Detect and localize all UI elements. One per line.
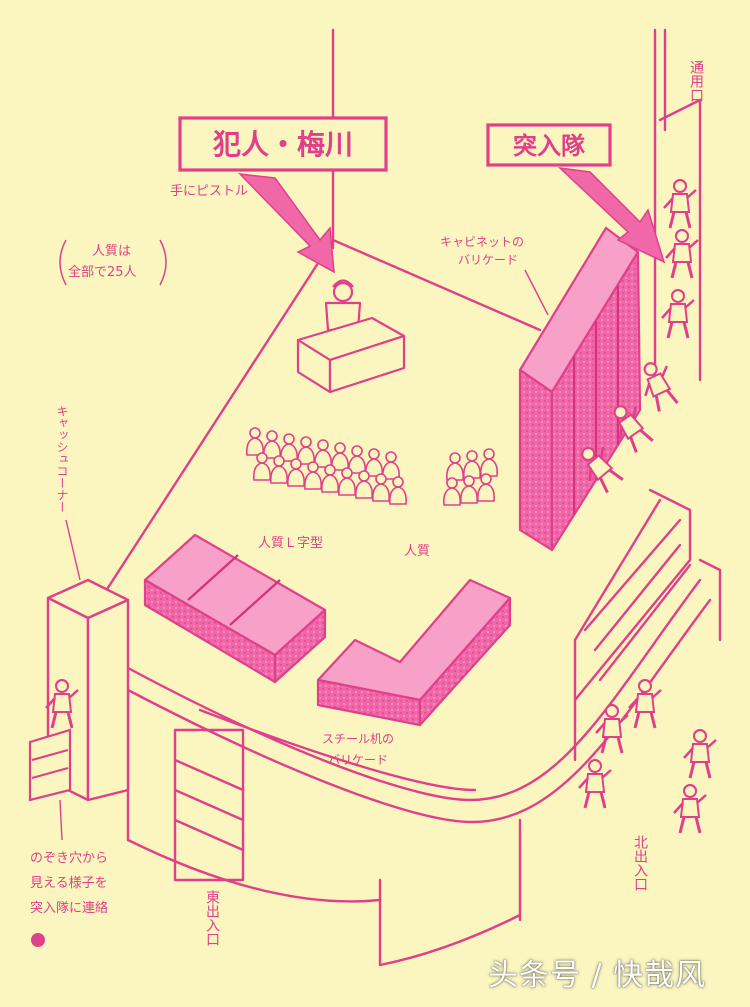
criminal-callout-label: 犯人・梅川 [212, 128, 353, 161]
north-entrance-soldiers [577, 678, 718, 835]
peephole-note-line3: 突入隊に連絡 [30, 900, 108, 916]
hostage-u-shape-label: 人質Ｌ字型 [258, 536, 323, 551]
east-exit-label: 東出入口 [204, 890, 220, 946]
building-outline [98, 28, 722, 967]
criminal-desk [296, 279, 406, 394]
peephole-note-line1: のぞき穴から [30, 851, 108, 866]
hostage-group-u-shape [246, 427, 407, 505]
steel-desk-barricade-left [143, 533, 327, 684]
steel-desk-label-line1: スチール机の [322, 732, 394, 746]
assault-callout: 突入隊 [486, 123, 666, 264]
steel-desk-label-line2: バリケード [328, 753, 388, 767]
hostages-label: 人質 [404, 544, 430, 559]
hostage-total-line2: 全部で25人 [68, 264, 137, 280]
criminal-callout: 犯人・梅川 [178, 116, 388, 274]
cabinet-label-line1: キャビネットの [440, 235, 524, 249]
hostage-total-line1: 人質は [92, 244, 131, 259]
passage-door-label: 通用口 [688, 60, 704, 102]
hostage-total-bracket [59, 239, 167, 286]
assault-callout-label: 突入隊 [513, 132, 586, 160]
north-exit-label: 北出入口 [632, 835, 648, 891]
pistol-label: 手にピストル [170, 184, 248, 199]
hostage-group-right [443, 448, 498, 506]
peephole-note-line2: 見える様子を [30, 876, 108, 891]
cashier-corner-label: キャッシュコーナー [55, 405, 69, 513]
steel-desk-barricade-right [316, 578, 512, 727]
cabinet-label-line2: バリケード [458, 253, 518, 267]
lookout-figure [28, 678, 80, 802]
cabinet-barricade [518, 226, 642, 552]
watermark: 头条号 / 快哉风 [488, 958, 707, 993]
page-marker-dot [31, 933, 45, 947]
